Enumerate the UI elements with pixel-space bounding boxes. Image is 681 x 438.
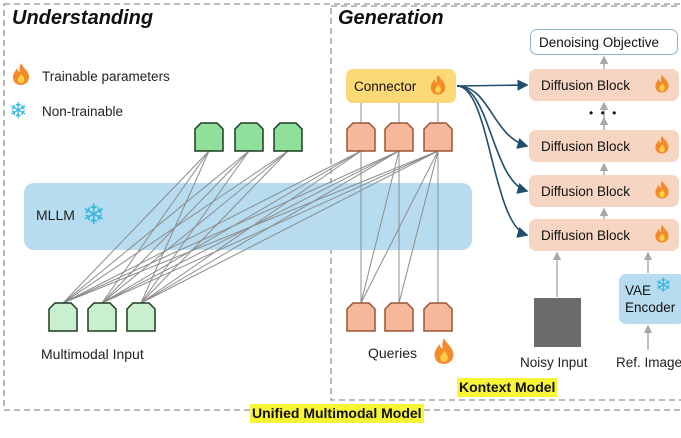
output-token <box>194 122 224 152</box>
diffusion-block-label: Diffusion Block <box>541 183 631 199</box>
noisy-input-label: Noisy Input <box>520 355 588 370</box>
denoising-objective-box: Denoising Objective <box>530 29 678 55</box>
output-token <box>273 122 303 152</box>
connection-line <box>62 150 210 304</box>
connection-line <box>140 150 400 304</box>
query-token <box>346 302 376 332</box>
snowflake-icon: ❄ <box>655 275 672 297</box>
unified-model-label: Unified Multimodal Model <box>250 404 424 423</box>
flame-icon <box>653 135 671 158</box>
multimodal-input-token <box>48 302 78 332</box>
output-token <box>234 122 264 152</box>
query-output-token <box>384 122 414 152</box>
mllm-band <box>24 183 472 250</box>
flame-icon <box>10 62 34 86</box>
connector-arrow <box>456 79 529 91</box>
query-output-token <box>346 122 376 152</box>
flame-icon <box>653 74 671 97</box>
vae-label-line2: Encoder <box>625 300 676 315</box>
stack-arrows <box>552 55 653 350</box>
diffusion-block-label: Diffusion Block <box>541 77 631 93</box>
connection-line <box>140 150 439 304</box>
query-token <box>384 302 414 332</box>
vae-encoder-box: VAE Encoder ❄ <box>619 274 681 324</box>
kontext-model-label: Kontext Model <box>457 378 558 397</box>
snowflake-icon: ❄ <box>82 199 106 230</box>
query-token <box>423 302 453 332</box>
diffusion-block-label: Diffusion Block <box>541 227 631 243</box>
connection-line <box>140 150 250 304</box>
connector-block: Connector <box>346 69 456 103</box>
flame-icon <box>653 224 671 247</box>
connector-label: Connector <box>354 78 417 94</box>
diffusion-block: Diffusion Block <box>529 69 679 101</box>
token-connection-lines <box>62 103 439 304</box>
connector-arrow <box>456 85 529 238</box>
connection-line <box>140 150 289 304</box>
queries-label: Queries <box>368 345 418 361</box>
multimodal-input-token <box>126 302 156 332</box>
connection-line <box>62 150 362 304</box>
connector-arrow <box>456 85 529 194</box>
noisy-input-image <box>534 298 581 347</box>
token-group <box>48 122 453 332</box>
connection-line <box>398 150 439 304</box>
denoising-objective-label: Denoising Objective <box>539 34 660 50</box>
ref-image-label: Ref. Image <box>616 355 681 370</box>
flame-icon <box>653 180 671 203</box>
legend-frozen-label: Non-trainable <box>42 104 124 119</box>
understanding-title: Understanding <box>12 7 154 29</box>
snowflake-icon: ❄ <box>9 98 28 123</box>
ellipsis: • • • <box>589 106 619 120</box>
diffusion-block: Diffusion Block <box>529 130 679 162</box>
diffusion-block: Diffusion Block <box>529 219 679 251</box>
generation-title: Generation <box>338 7 444 29</box>
connection-line <box>140 150 362 304</box>
mllm-label: MLLM <box>36 207 75 223</box>
connection-line <box>101 150 362 304</box>
connector-arrows <box>456 79 529 238</box>
multimodal-input-token <box>87 302 117 332</box>
connection-line <box>101 150 210 304</box>
flame-icon <box>428 74 448 99</box>
connection-line <box>140 150 210 304</box>
connector-arrow <box>456 85 529 149</box>
diffusion-block: Diffusion Block <box>529 175 679 207</box>
query-output-token <box>423 122 453 152</box>
connection-line <box>360 150 400 304</box>
multimodal-input-label: Multimodal Input <box>41 346 144 362</box>
diffusion-block-label: Diffusion Block <box>541 138 631 154</box>
flame-icon <box>431 336 457 371</box>
vae-label-line1: VAE <box>625 283 652 298</box>
legend-trainable-label: Trainable parameters <box>42 69 170 84</box>
